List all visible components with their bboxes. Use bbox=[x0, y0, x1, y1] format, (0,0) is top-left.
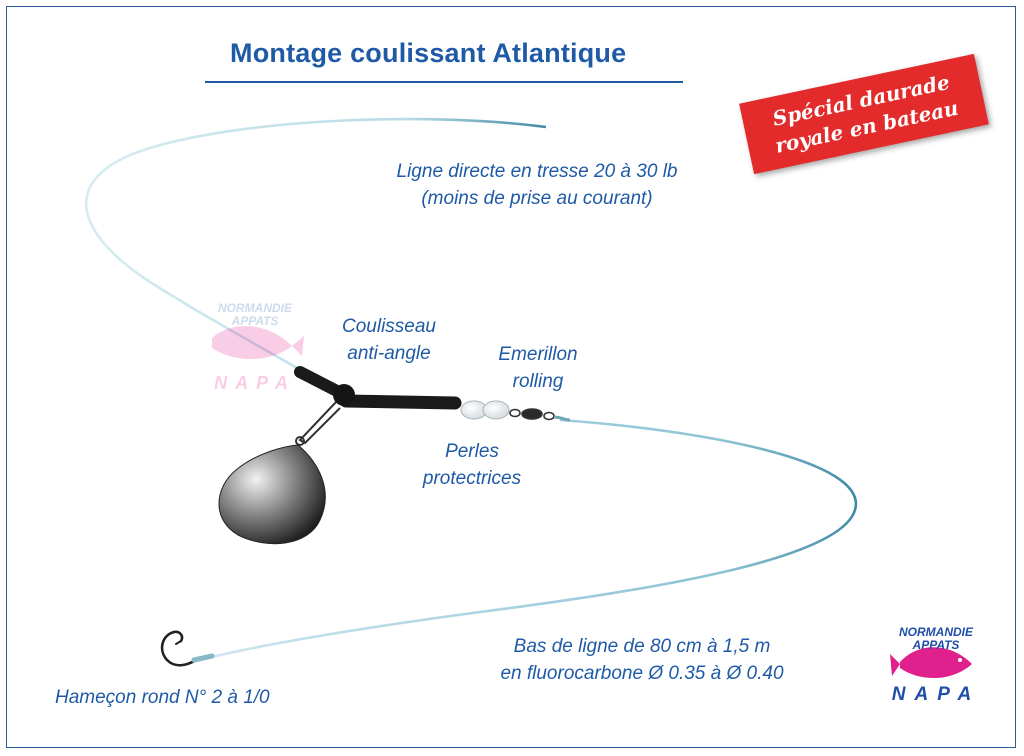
watermark-line-1: NORMANDIE bbox=[218, 301, 292, 315]
title-underline bbox=[205, 81, 683, 83]
beads-label-line-2: protectrices bbox=[422, 468, 522, 489]
leader-line bbox=[207, 418, 858, 660]
beads-label: Perles protectrices bbox=[408, 438, 536, 492]
brand-logo-fish bbox=[890, 647, 972, 679]
slider-label-line-1: Coulisseau bbox=[342, 316, 436, 337]
main-line-label-line-1: Ligne directe en tresse 20 à 30 lb bbox=[396, 161, 678, 182]
leader-label-line-1: Bas de ligne de 80 cm à 1,5 m bbox=[513, 636, 771, 657]
main-line bbox=[84, 117, 547, 382]
swivel-label: Emerillon rolling bbox=[485, 341, 591, 395]
leader-label-line-2: en fluorocarbone Ø 0.35 à Ø 0.40 bbox=[500, 663, 784, 684]
hook-label: Hameçon rond N° 2 à 1/0 bbox=[55, 687, 270, 708]
watermark-line-2: APPATS bbox=[231, 314, 279, 328]
logo-line-3: NAPA bbox=[891, 684, 981, 705]
swivel-label-line-1: Emerillon bbox=[498, 344, 578, 365]
rolling-swivel bbox=[509, 408, 571, 422]
beads-label-line-1: Perles bbox=[445, 441, 499, 462]
logo-line-1: NORMANDIE bbox=[899, 625, 973, 639]
watermark-line-3: NAPA bbox=[214, 373, 296, 393]
diagram-title: Montage coulissant Atlantique bbox=[230, 38, 627, 68]
slider-label: Coulisseau anti-angle bbox=[330, 313, 448, 367]
swivel-label-line-2: rolling bbox=[512, 371, 564, 392]
circle-hook bbox=[160, 630, 215, 667]
watermark-logo bbox=[212, 326, 304, 360]
watermark-text: NORMANDIE APPATS NAPA bbox=[205, 302, 305, 400]
brand-logo: NORMANDIE APPATS NAPA bbox=[888, 626, 984, 706]
main-line-label-line-2: (moins de prise au courant) bbox=[421, 188, 653, 209]
anti-angle-slider bbox=[294, 366, 462, 410]
main-line-label: Ligne directe en tresse 20 à 30 lb (moin… bbox=[378, 158, 696, 212]
snap-clip bbox=[295, 401, 341, 446]
logo-line-2: APPATS bbox=[912, 638, 960, 652]
leader-label: Bas de ligne de 80 cm à 1,5 m en fluoroc… bbox=[478, 633, 806, 687]
protective-beads bbox=[460, 400, 510, 420]
lead-weight bbox=[218, 444, 326, 545]
diagram-frame bbox=[6, 6, 1016, 748]
slider-label-line-2: anti-angle bbox=[347, 343, 431, 364]
